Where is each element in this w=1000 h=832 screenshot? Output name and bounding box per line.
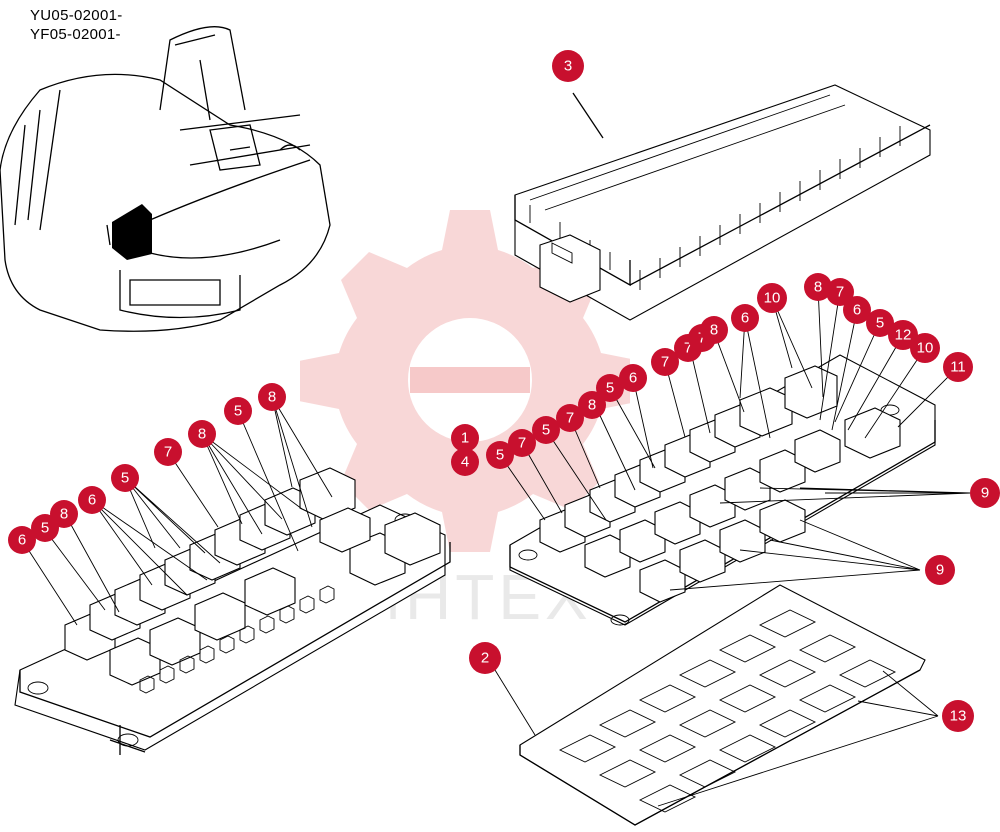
callout-right-5b: 5: [532, 416, 560, 444]
callout-left-6a: 6: [8, 526, 36, 554]
svg-text:11: 11: [950, 359, 966, 376]
serial-range-labels: YU05-02001- YF05-02001-: [30, 6, 123, 44]
svg-text:1: 1: [461, 430, 469, 447]
svg-text:3: 3: [564, 58, 572, 75]
svg-text:5: 5: [496, 447, 504, 464]
svg-text:6: 6: [853, 302, 861, 319]
callout-right-10b: 10: [910, 333, 940, 363]
callout-right-8c: 8: [804, 273, 832, 301]
serial-range-2: YF05-02001-: [30, 26, 121, 43]
callout-right-10a: 10: [757, 283, 787, 313]
callout-right-8a: 8: [578, 391, 606, 419]
callout-right-9b: 9: [925, 555, 955, 585]
svg-text:7: 7: [566, 410, 574, 427]
callout-right-11: 11: [943, 352, 973, 382]
callout-left-8b: 8: [188, 420, 216, 448]
svg-text:10: 10: [917, 340, 934, 357]
callout-left-8a: 8: [50, 500, 78, 528]
svg-text:9: 9: [981, 485, 989, 502]
callout-left-6b: 6: [78, 486, 106, 514]
svg-text:8: 8: [814, 279, 822, 296]
callout-right-4: 4: [451, 448, 479, 476]
callout-right-6c: 6: [843, 296, 871, 324]
svg-text:5: 5: [121, 470, 129, 487]
svg-text:9: 9: [936, 562, 944, 579]
excavator-thumbnail: [0, 26, 331, 332]
svg-text:8: 8: [60, 506, 68, 523]
svg-text:13: 13: [950, 708, 967, 725]
svg-text:2: 2: [481, 650, 489, 667]
svg-text:6: 6: [629, 370, 637, 387]
fuse-box-base-plate: [494, 584, 939, 826]
svg-text:10: 10: [764, 290, 781, 307]
callout-right-9a: 9: [970, 478, 1000, 508]
svg-text:5: 5: [876, 315, 884, 332]
callout-right-6b: 6: [731, 304, 759, 332]
callout-right-1: 1: [451, 424, 479, 452]
svg-text:12: 12: [895, 327, 912, 344]
callout-right-12: 12: [888, 320, 918, 350]
svg-text:5: 5: [542, 422, 550, 439]
callout-3: 3: [552, 50, 584, 82]
callout-2: 2: [469, 642, 501, 674]
callout-left-5b: 5: [111, 464, 139, 492]
callout-right-5d: 5: [866, 309, 894, 337]
fuse-relay-box-left: [14, 396, 451, 755]
watermark-gear-logo: [300, 210, 630, 552]
callout-right-5c: 5: [596, 374, 624, 402]
svg-text:4: 4: [461, 454, 469, 471]
svg-text:7: 7: [661, 354, 669, 371]
callout-group: 3 2 13 6 5 8 6 5 7 8 5 8 1 4 5 7 5 7 8 5…: [8, 50, 1000, 732]
callout-right-6a: 6: [619, 364, 647, 392]
fuse-box-cover: [514, 84, 931, 321]
callout-right-7a: 7: [508, 429, 536, 457]
svg-text:8: 8: [198, 426, 206, 443]
callout-right-7f: 7: [826, 278, 854, 306]
svg-text:7: 7: [836, 284, 844, 301]
svg-text:7: 7: [698, 330, 706, 347]
callout-left-5c: 5: [224, 397, 252, 425]
svg-text:7: 7: [164, 444, 172, 461]
svg-text:5: 5: [606, 380, 614, 397]
svg-text:8: 8: [710, 322, 718, 339]
callout-left-7: 7: [154, 438, 182, 466]
svg-text:6: 6: [741, 310, 749, 327]
callout-right-7c: 7: [651, 348, 679, 376]
svg-text:5: 5: [234, 403, 242, 420]
svg-text:7: 7: [684, 340, 692, 357]
svg-text:8: 8: [588, 397, 596, 414]
callout-left-8c: 8: [258, 383, 286, 411]
callout-right-5a: 5: [486, 441, 514, 469]
callout-right-7b: 7: [556, 404, 584, 432]
fuse-relay-box-right: [499, 286, 971, 626]
callout-13: 13: [942, 700, 974, 732]
serial-range-1: YU05-02001-: [30, 7, 123, 24]
svg-text:6: 6: [18, 532, 26, 549]
svg-text:7: 7: [518, 435, 526, 452]
svg-text:5: 5: [41, 520, 49, 537]
callout-right-8b: 8: [700, 316, 728, 344]
svg-text:8: 8: [268, 389, 276, 406]
svg-text:6: 6: [88, 492, 96, 509]
